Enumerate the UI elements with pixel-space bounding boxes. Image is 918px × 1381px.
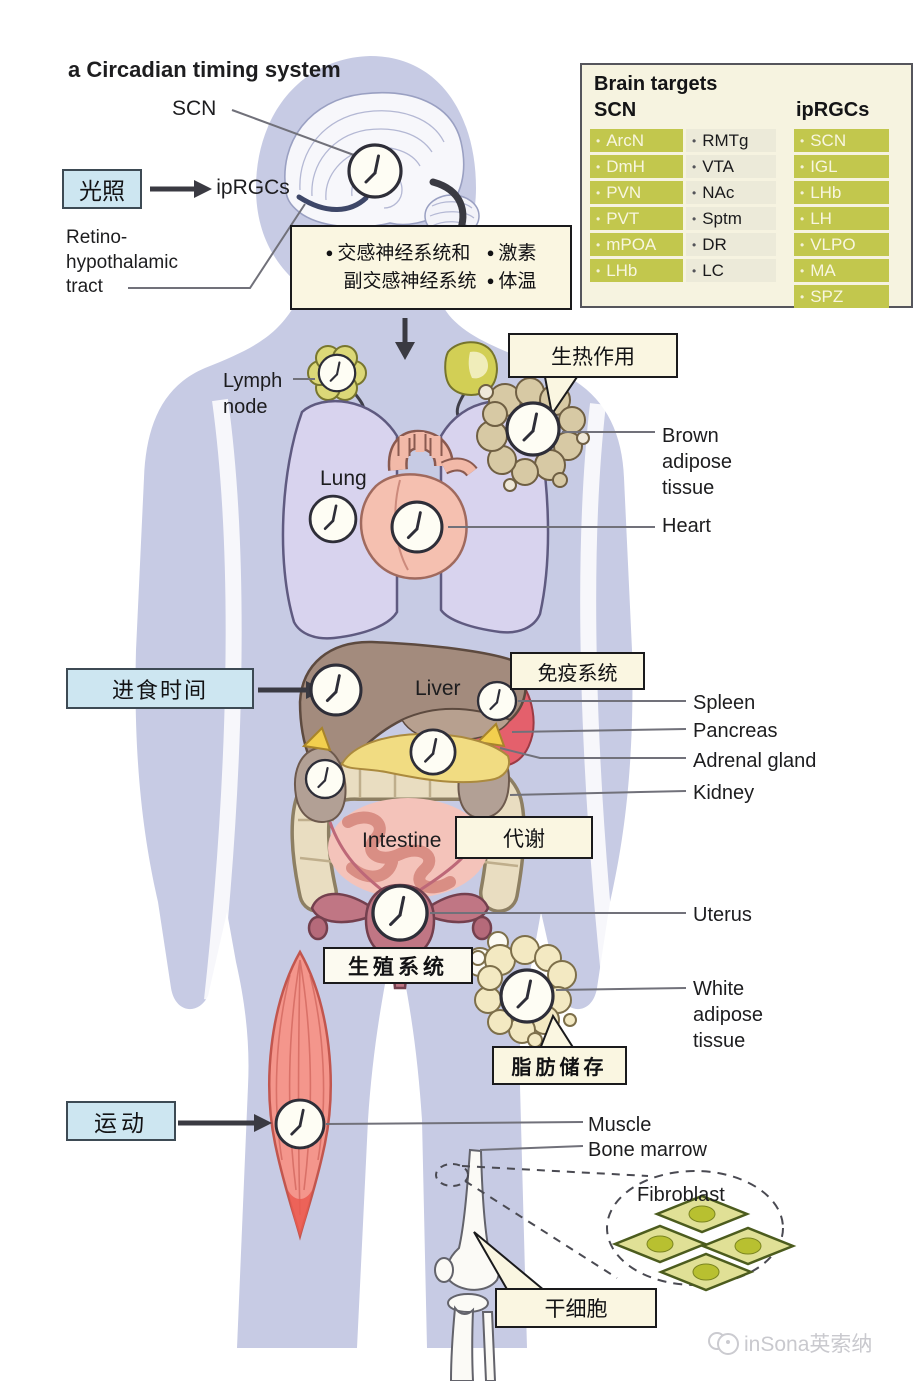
fibroblast-inset bbox=[435, 1163, 797, 1292]
iprgcs-label: ipRGCs bbox=[216, 176, 290, 199]
lymph-node-label: Lymph node bbox=[223, 370, 283, 418]
feeding-time-input-box: 进食时间 bbox=[66, 668, 254, 709]
bullet-icon: • bbox=[596, 133, 601, 148]
uterus-label: Uterus bbox=[693, 904, 752, 926]
scn-label: SCN bbox=[172, 97, 217, 120]
bullet-icon: • bbox=[692, 159, 697, 174]
bullet-icon: • bbox=[596, 211, 601, 226]
bullet-icon: • bbox=[800, 289, 805, 304]
rht-label: Retino- hypothalamic tract bbox=[66, 227, 178, 298]
fibroblast-label: Fibroblast bbox=[637, 1184, 725, 1206]
bullet-icon: • bbox=[800, 263, 805, 278]
bullet-icon: • bbox=[800, 237, 805, 252]
exercise-input-box: 运动 bbox=[66, 1101, 176, 1141]
spleen-label: Spleen bbox=[693, 692, 756, 714]
brain-target-item: •DmH bbox=[590, 155, 683, 178]
insona-logo-icon bbox=[708, 1332, 739, 1355]
white-adipose-tissue-label: White adipose tissue bbox=[693, 978, 764, 1052]
bullet-icon: ● bbox=[486, 272, 495, 288]
stem-cells-callout: 干细胞 bbox=[495, 1288, 657, 1328]
adrenal-gland-right bbox=[475, 722, 506, 748]
bullet-icon: • bbox=[596, 237, 601, 252]
intestine-label: Intestine bbox=[362, 829, 442, 852]
bullet-icon: • bbox=[692, 211, 697, 226]
bullet-icon: • bbox=[692, 263, 697, 278]
iprgcs-column-header: ipRGCs bbox=[796, 99, 870, 121]
bullet-icon: • bbox=[800, 133, 805, 148]
iprgcs-targets-col: •SCN •IGL •LHb •LH •VLPO •MA •SPZ bbox=[794, 129, 889, 308]
bullet-icon: • bbox=[692, 133, 697, 148]
scn-targets-col1: •ArcN •DmH •PVN •PVT •mPOA •LHb bbox=[590, 129, 683, 282]
brain-target-item: •ArcN bbox=[590, 129, 683, 152]
scn-column-header: SCN bbox=[594, 99, 637, 121]
bone-marrow-label: Bone marrow bbox=[588, 1139, 707, 1161]
scn-targets-col2: •RMTg •VTA •NAc •Sptm •DR •LC bbox=[686, 129, 776, 282]
immune-system-callout: 免疫系统 bbox=[510, 652, 645, 690]
bullet-icon: • bbox=[800, 185, 805, 200]
brain-target-item: •SPZ bbox=[794, 285, 889, 308]
brown-adipose-tissue-label: Brown adipose tissue bbox=[662, 425, 733, 499]
bullet-icon: • bbox=[596, 185, 601, 200]
autonomic-effects-box: ●交感神经系统和 副交感神经系统 ●激素 ●体温 bbox=[290, 225, 572, 310]
sympathetic-item: ●交感神经系统和 副交感神经系统 bbox=[325, 242, 477, 292]
muscle-label: Muscle bbox=[588, 1114, 652, 1136]
brain-target-item: •mPOA bbox=[590, 233, 683, 256]
bullet-icon: • bbox=[692, 237, 697, 252]
brain-target-item: •IGL bbox=[794, 155, 889, 178]
brain-target-item: •PVT bbox=[590, 207, 683, 230]
brain-target-item: •DR bbox=[686, 233, 776, 256]
liver-label: Liver bbox=[415, 677, 461, 700]
optic-tract bbox=[296, 194, 369, 212]
metabolism-callout: 代谢 bbox=[455, 816, 593, 859]
thermogenesis-callout: 生热作用 bbox=[508, 333, 678, 378]
brain-target-item: •LHb bbox=[794, 181, 889, 204]
white-adipose-tissue bbox=[465, 931, 577, 1048]
lung-label: Lung bbox=[320, 467, 367, 490]
kidney-label: Kidney bbox=[693, 782, 755, 804]
bullet-icon: ● bbox=[325, 244, 334, 260]
panel-letter: a bbox=[68, 56, 81, 82]
bullet-icon: ● bbox=[486, 244, 495, 260]
brain-target-item: •VLPO bbox=[794, 233, 889, 256]
patella bbox=[434, 1257, 454, 1283]
brain-target-item: •LHb bbox=[590, 259, 683, 282]
reproductive-system-callout: 生殖系统 bbox=[323, 947, 473, 984]
bullet-icon: • bbox=[800, 159, 805, 174]
heart-label: Heart bbox=[662, 515, 711, 537]
hormone-temp-items: ●激素 ●体温 bbox=[486, 242, 537, 292]
brain-target-item: •SCN bbox=[794, 129, 889, 152]
brain-target-item: •MA bbox=[794, 259, 889, 282]
light-input-box: 光照 bbox=[62, 169, 142, 209]
brain-target-item: •VTA bbox=[686, 155, 776, 178]
brain-target-item: •PVN bbox=[590, 181, 683, 204]
bullet-icon: • bbox=[596, 159, 601, 174]
adrenal-gland-label: Adrenal gland bbox=[693, 750, 817, 772]
connector-lines bbox=[128, 109, 687, 1151]
brain-target-item: •LC bbox=[686, 259, 776, 282]
brain-target-item: •RMTg bbox=[686, 129, 776, 152]
bullet-icon: • bbox=[692, 185, 697, 200]
brain-targets-title: Brain targets bbox=[594, 73, 718, 95]
fat-storage-callout: 脂肪储存 bbox=[492, 1046, 627, 1085]
brain-target-item: •NAc bbox=[686, 181, 776, 204]
watermark: inSona英索纳 bbox=[706, 1328, 872, 1358]
adrenal-gland-left bbox=[301, 726, 332, 752]
brain-target-item: •Sptm bbox=[686, 207, 776, 230]
bullet-icon: • bbox=[596, 263, 601, 278]
brain-targets-panel: Brain targets SCN ipRGCs •ArcN •DmH •PVN… bbox=[580, 63, 913, 308]
brain-target-item: •LH bbox=[794, 207, 889, 230]
pancreas-label: Pancreas bbox=[693, 720, 778, 742]
bullet-icon: • bbox=[800, 211, 805, 226]
figure-title: a Circadian timing system bbox=[68, 56, 341, 82]
bone bbox=[434, 1148, 500, 1381]
